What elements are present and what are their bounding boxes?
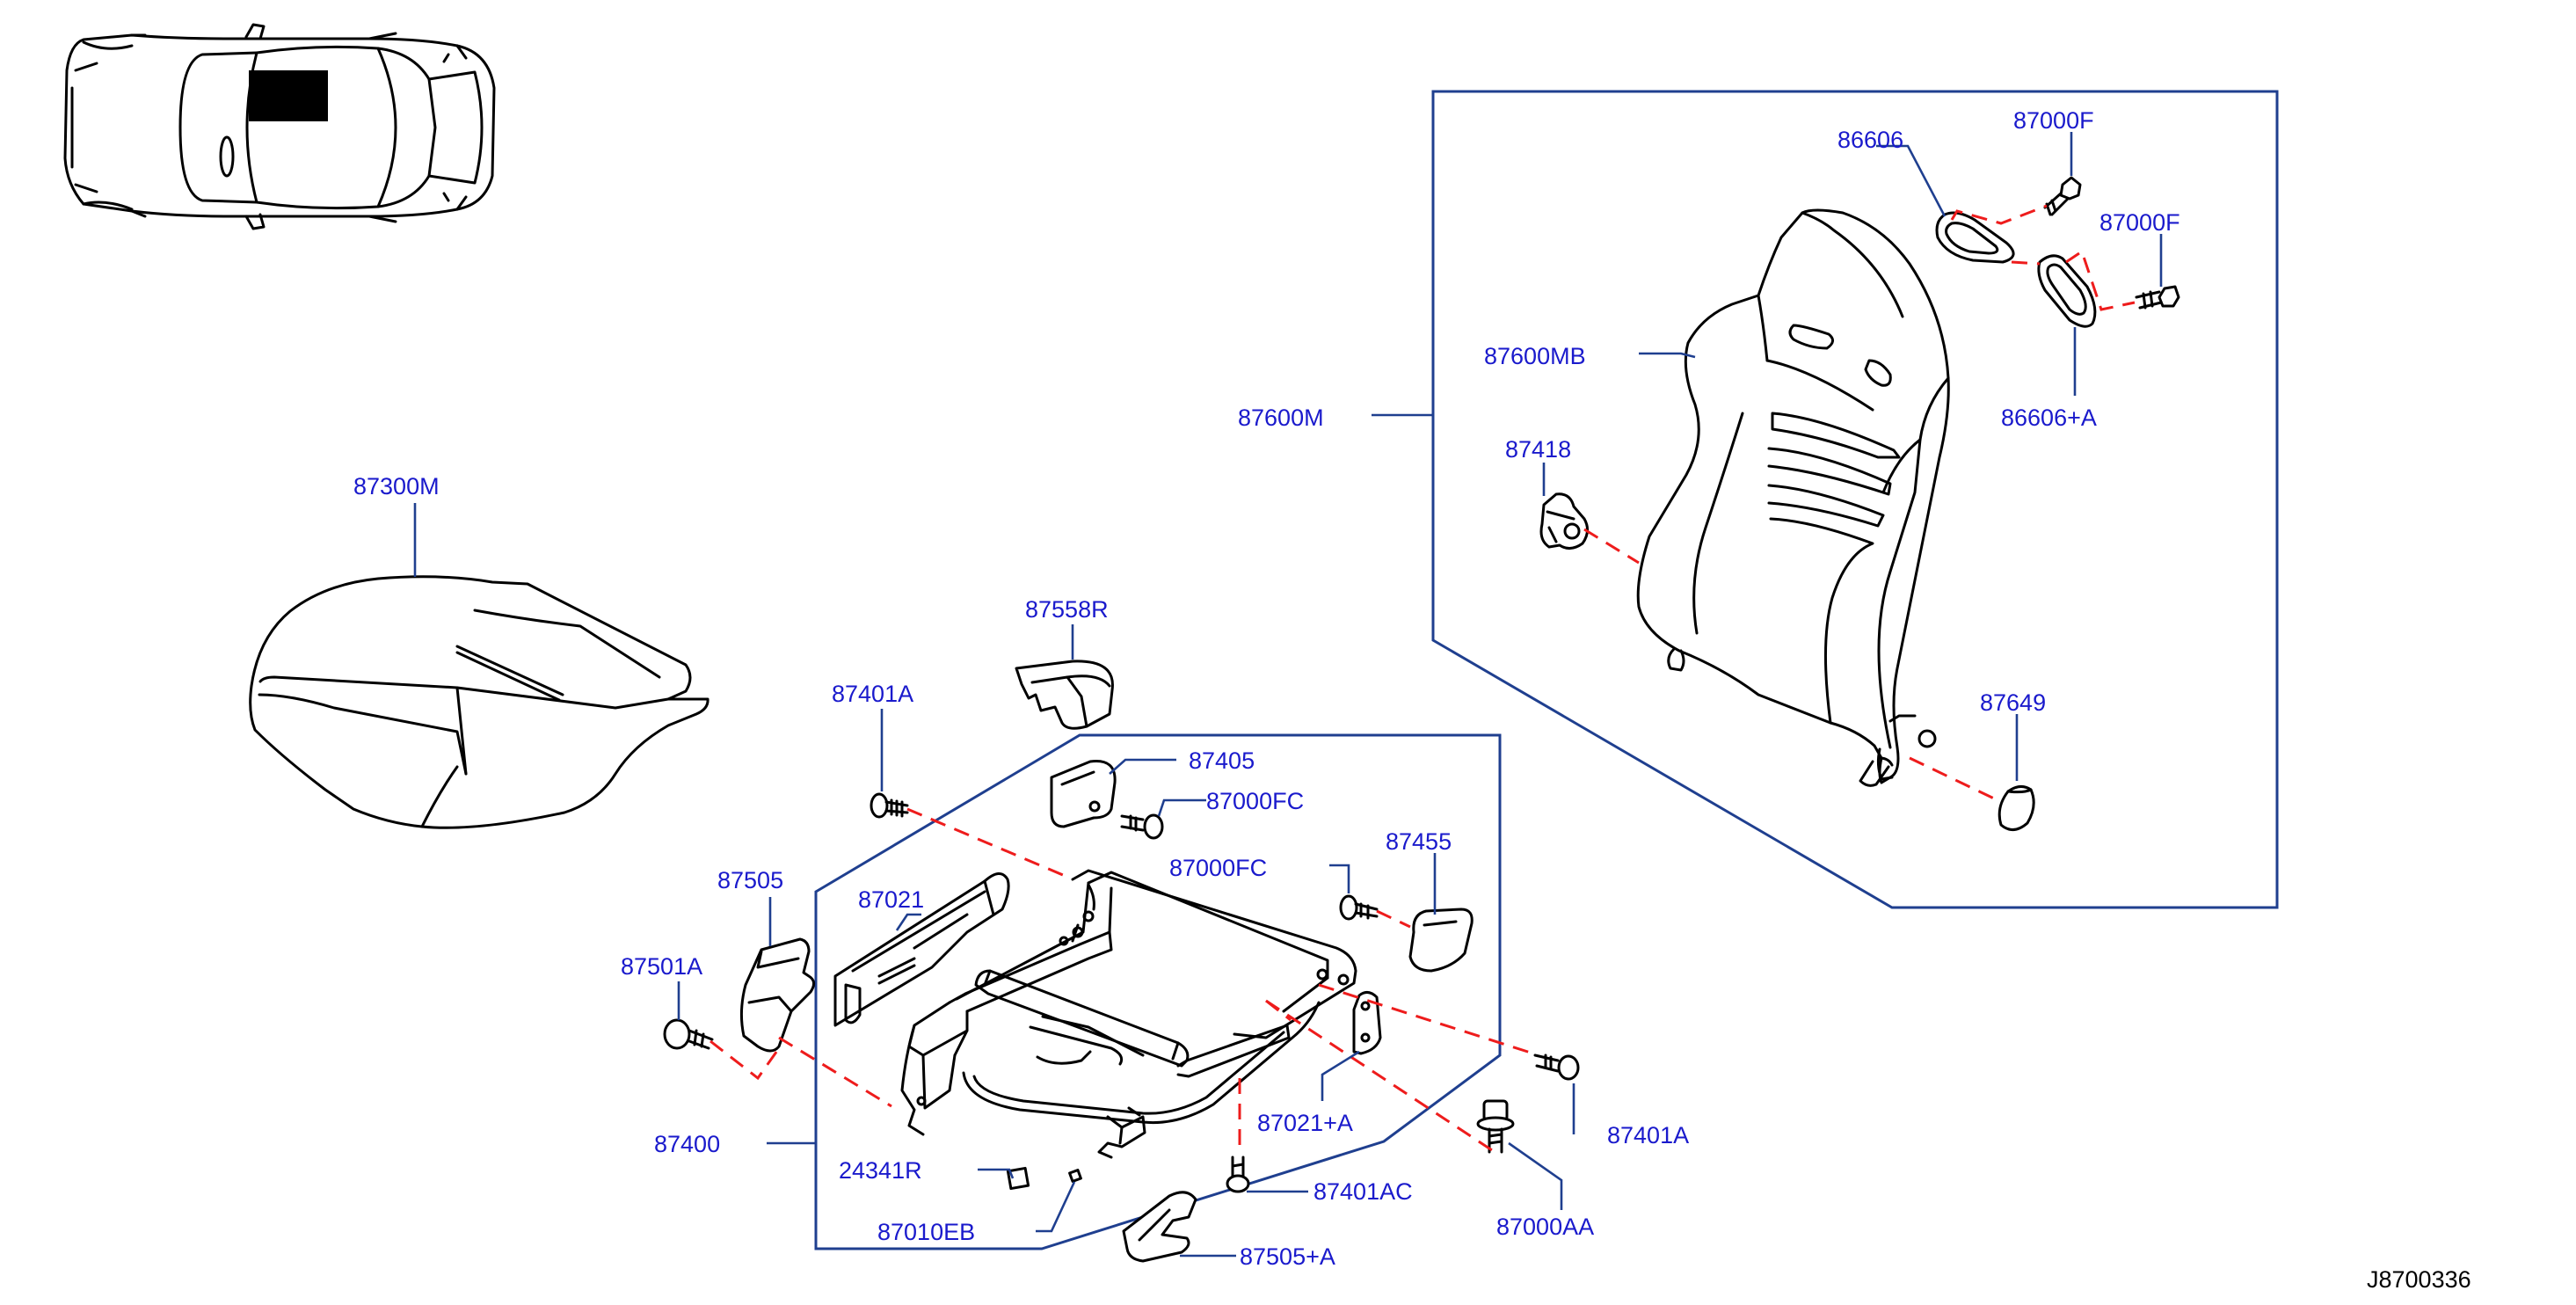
label-87455: 87455 (1386, 828, 1452, 855)
label-87000AA: 87000AA (1496, 1214, 1594, 1240)
diagram-code: J8700336 (2367, 1266, 2471, 1293)
label-87401AC: 87401AC (1313, 1178, 1413, 1205)
label-86606A: 86606+A (2001, 405, 2097, 431)
label-87000FC-b: 87000FC (1169, 855, 1267, 881)
assembly-dashed-lines (709, 204, 2136, 1154)
trim-cover-87505-drawing (739, 937, 815, 1053)
seat-frame-87400-drawing (900, 869, 1357, 1159)
seat-cushion-drawing (249, 575, 709, 829)
knob-87418-drawing (1539, 492, 1589, 550)
seatback-assembly-frame (1431, 90, 2279, 909)
bolt-87501A-drawing (663, 1018, 714, 1050)
frame-assembly-box (814, 733, 1502, 1250)
bolt-87401A-top-drawing (870, 792, 909, 819)
car-overview-icon (63, 23, 496, 230)
label-87401A-right: 87401A (1607, 1122, 1689, 1148)
label-87021A: 87021+A (1257, 1110, 1353, 1136)
label-87405: 87405 (1189, 747, 1255, 774)
label-87021: 87021 (858, 886, 924, 913)
bolt-87000AA-drawing (1476, 1099, 1515, 1154)
label-87300M: 87300M (353, 473, 440, 499)
cap-87649-drawing (1997, 785, 2035, 831)
leader-lines (413, 132, 2163, 1258)
cover-87455-drawing (1408, 908, 1474, 973)
cap-87558R-drawing (1015, 660, 1114, 730)
clip-87010EB-drawing (1068, 1169, 1082, 1183)
label-24341R: 24341R (839, 1157, 922, 1184)
bolt-87000FC-b-drawing (1339, 894, 1379, 921)
label-87505A: 87505+A (1240, 1243, 1335, 1270)
seat-location-marker (249, 70, 328, 121)
bolt-87401A-right-drawing (1533, 1053, 1580, 1081)
bracket-87021-drawing (833, 872, 1010, 1027)
label-86606: 86606 (1837, 127, 1903, 153)
bolt-87401AC-drawing (1226, 1156, 1250, 1193)
label-87418: 87418 (1505, 436, 1571, 463)
bracket-87021A-drawing (1352, 991, 1382, 1055)
label-87501A: 87501A (621, 953, 702, 980)
seatback-87600MB-drawing (1636, 208, 1950, 787)
label-87010EB: 87010EB (877, 1219, 975, 1245)
trim-cover-87505A-drawing (1122, 1191, 1197, 1263)
label-87000F-b: 87000F (2099, 209, 2180, 236)
escutcheon-86606A-drawing (2037, 254, 2097, 328)
label-87649: 87649 (1980, 689, 2046, 716)
escutcheon-86606-drawing (1935, 211, 2015, 264)
bolt-87000F-a-drawing (2043, 176, 2082, 216)
clip-24341R-drawing (1006, 1166, 1030, 1191)
label-87505: 87505 (717, 867, 783, 893)
label-87000F-a: 87000F (2013, 107, 2094, 134)
label-87400: 87400 (654, 1131, 720, 1157)
label-87401A-top: 87401A (832, 681, 913, 707)
label-87000FC-a: 87000FC (1206, 788, 1304, 814)
bolt-87000F-b-drawing (2135, 285, 2180, 310)
part-labels: 87300M 87558R 87401A 87405 87000FC 87000… (353, 107, 2180, 1270)
label-87600MB: 87600MB (1484, 343, 1586, 369)
cover-87405-drawing (1050, 760, 1117, 828)
bolt-87000FC-a-drawing (1120, 813, 1164, 840)
label-87558R: 87558R (1025, 596, 1109, 623)
label-87600M: 87600M (1238, 405, 1324, 431)
